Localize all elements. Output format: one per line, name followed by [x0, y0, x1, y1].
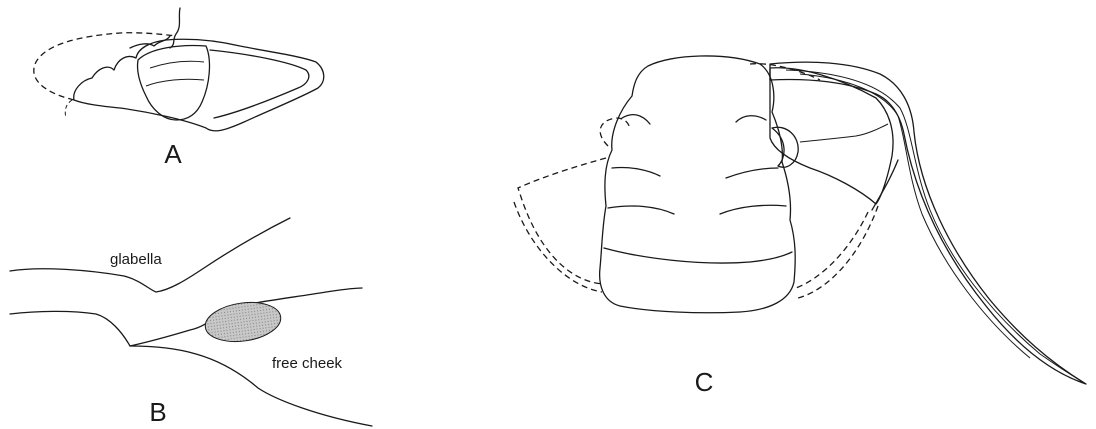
panel-c-glabellar-furrow: [608, 206, 674, 214]
panel-c-glabellar-furrow: [736, 116, 766, 122]
panel-c-drawing: C: [514, 56, 1086, 397]
panel-c-genal-spine: [770, 62, 1086, 384]
panel-a-glabellar-furrow: [146, 79, 204, 86]
panel-c-occipital-furrow: [604, 248, 792, 263]
panel-c-glabellar-furrow: [720, 205, 786, 214]
panel-c-glabellar-furrow: [726, 168, 778, 178]
panel-a-cephalon: [74, 39, 324, 131]
label-free-cheek: free cheek: [272, 355, 343, 372]
panel-c-spine-ridge: [800, 74, 1030, 358]
panel-b-label: B: [149, 397, 166, 427]
panel-a-glabella: [137, 46, 209, 120]
panel-c-eye-dashed: [600, 118, 630, 146]
panel-c-glabellar-furrow: [612, 167, 660, 176]
panel-c-genal-outline: [796, 212, 868, 288]
panel-c-spine-ridge: [786, 70, 1086, 384]
panel-a-border-rim: [210, 50, 309, 118]
panel-c-fracture: [800, 124, 888, 142]
panel-b-drawing: glabella free cheek B: [10, 218, 372, 427]
suture-line: [10, 288, 362, 346]
panel-a-dashed-edge: [65, 100, 72, 118]
panel-c-glabella: [600, 56, 796, 313]
panel-c-genal-outline: [514, 202, 602, 292]
eye-lobe: [203, 298, 284, 346]
panel-a-glabellar-furrow: [150, 61, 204, 68]
label-glabella: glabella: [110, 251, 162, 268]
panel-a-label: A: [164, 139, 182, 169]
panel-c-glabellar-furrow: [622, 115, 650, 124]
panel-a-fracture: [130, 36, 170, 48]
panel-c-genal-outline: [518, 158, 606, 284]
panel-a-drawing: A: [34, 8, 324, 169]
panel-c-label: C: [695, 367, 714, 397]
panel-a-fracture: [170, 8, 180, 48]
panel-c-genal-outline: [798, 206, 878, 298]
